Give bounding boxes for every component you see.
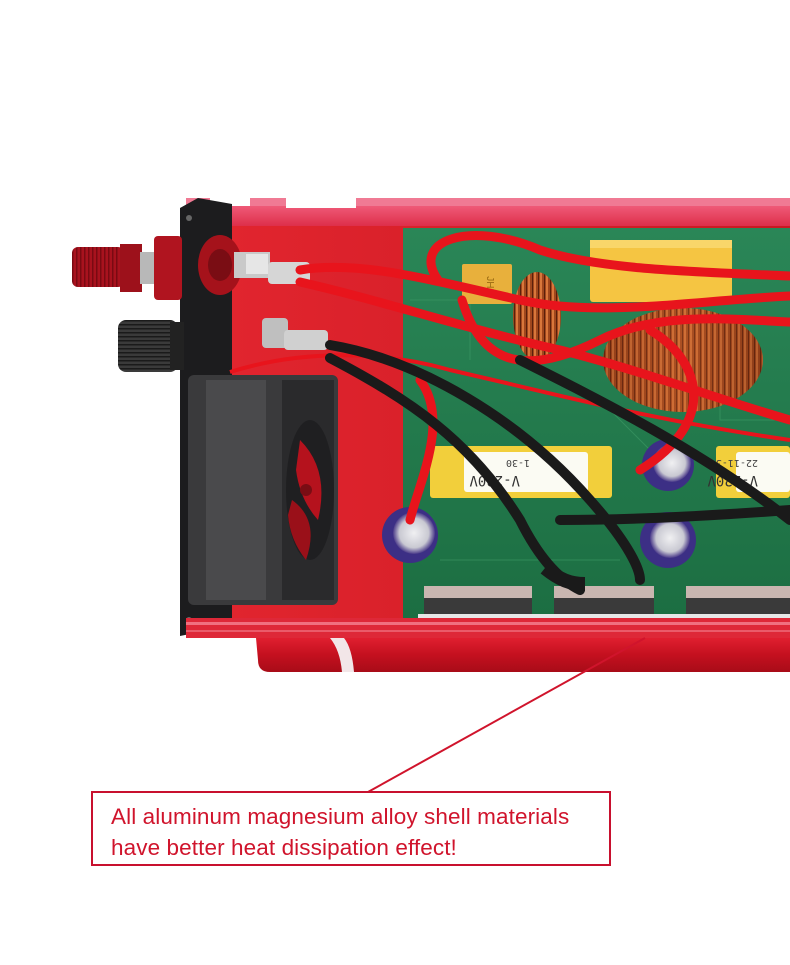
svg-text:22-11-30: 22-11-30	[710, 457, 758, 468]
callout-text-line-2: have better heat dissipation effect!	[111, 835, 457, 860]
capacitor-e15	[640, 512, 696, 568]
red-wires	[295, 231, 790, 525]
capacitor-e1	[382, 507, 438, 563]
mosfet-row	[418, 586, 790, 622]
negative-terminal-icon	[118, 318, 328, 372]
shell-base-fin	[256, 638, 790, 672]
callout-box: All aluminum magnesium alloy shell mater…	[91, 791, 611, 866]
cooling-fan-icon	[188, 375, 338, 605]
shell-bottom-rail	[186, 618, 790, 638]
svg-text:1-30: 1-30	[506, 457, 530, 468]
callout-text-line-1: All aluminum magnesium alloy shell mater…	[111, 804, 570, 829]
callout-leader-line	[367, 637, 646, 793]
black-wires	[325, 340, 790, 595]
jhr-label: JHR	[484, 276, 495, 295]
